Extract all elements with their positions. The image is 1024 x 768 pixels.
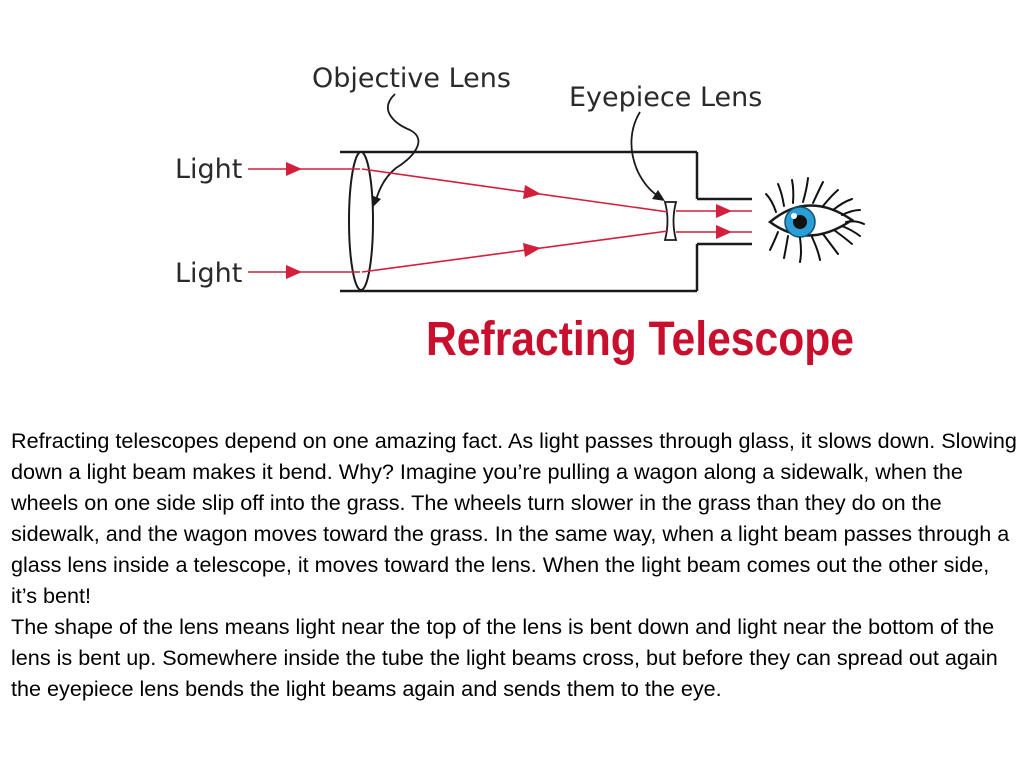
paragraph: Refracting telescopes depend on one amaz… [11, 428, 1017, 608]
arrow-icon [286, 265, 302, 279]
arrow-icon [523, 185, 541, 199]
objective-lens-icon [348, 151, 374, 291]
arrow-icon [286, 162, 302, 176]
eyepiece-lens-icon [663, 201, 678, 241]
arrow-icon [523, 243, 541, 257]
eyepiece-lens-pointer [630, 111, 665, 201]
light-label-bottom: Light [175, 258, 242, 289]
eye-icon [765, 177, 865, 263]
eyepiece-lens-label: Eyepiece Lens [569, 82, 762, 113]
arrow-icon [716, 204, 732, 218]
telescope-tube [340, 150, 752, 293]
arrow-icon [716, 225, 732, 239]
objective-lens-label: Objective Lens [312, 63, 511, 94]
explanation-text: Refracting telescopes depend on one amaz… [11, 425, 1019, 704]
ray-arrows [286, 162, 732, 279]
light-label-top: Light [175, 154, 242, 185]
light-rays [248, 168, 752, 273]
diagram-title: Refracting Telescope [426, 313, 854, 366]
paragraph: The shape of the lens means light near t… [11, 614, 998, 701]
refracting-telescope-diagram: Objective Lens Eyepiece Lens Light Light [175, 63, 865, 366]
